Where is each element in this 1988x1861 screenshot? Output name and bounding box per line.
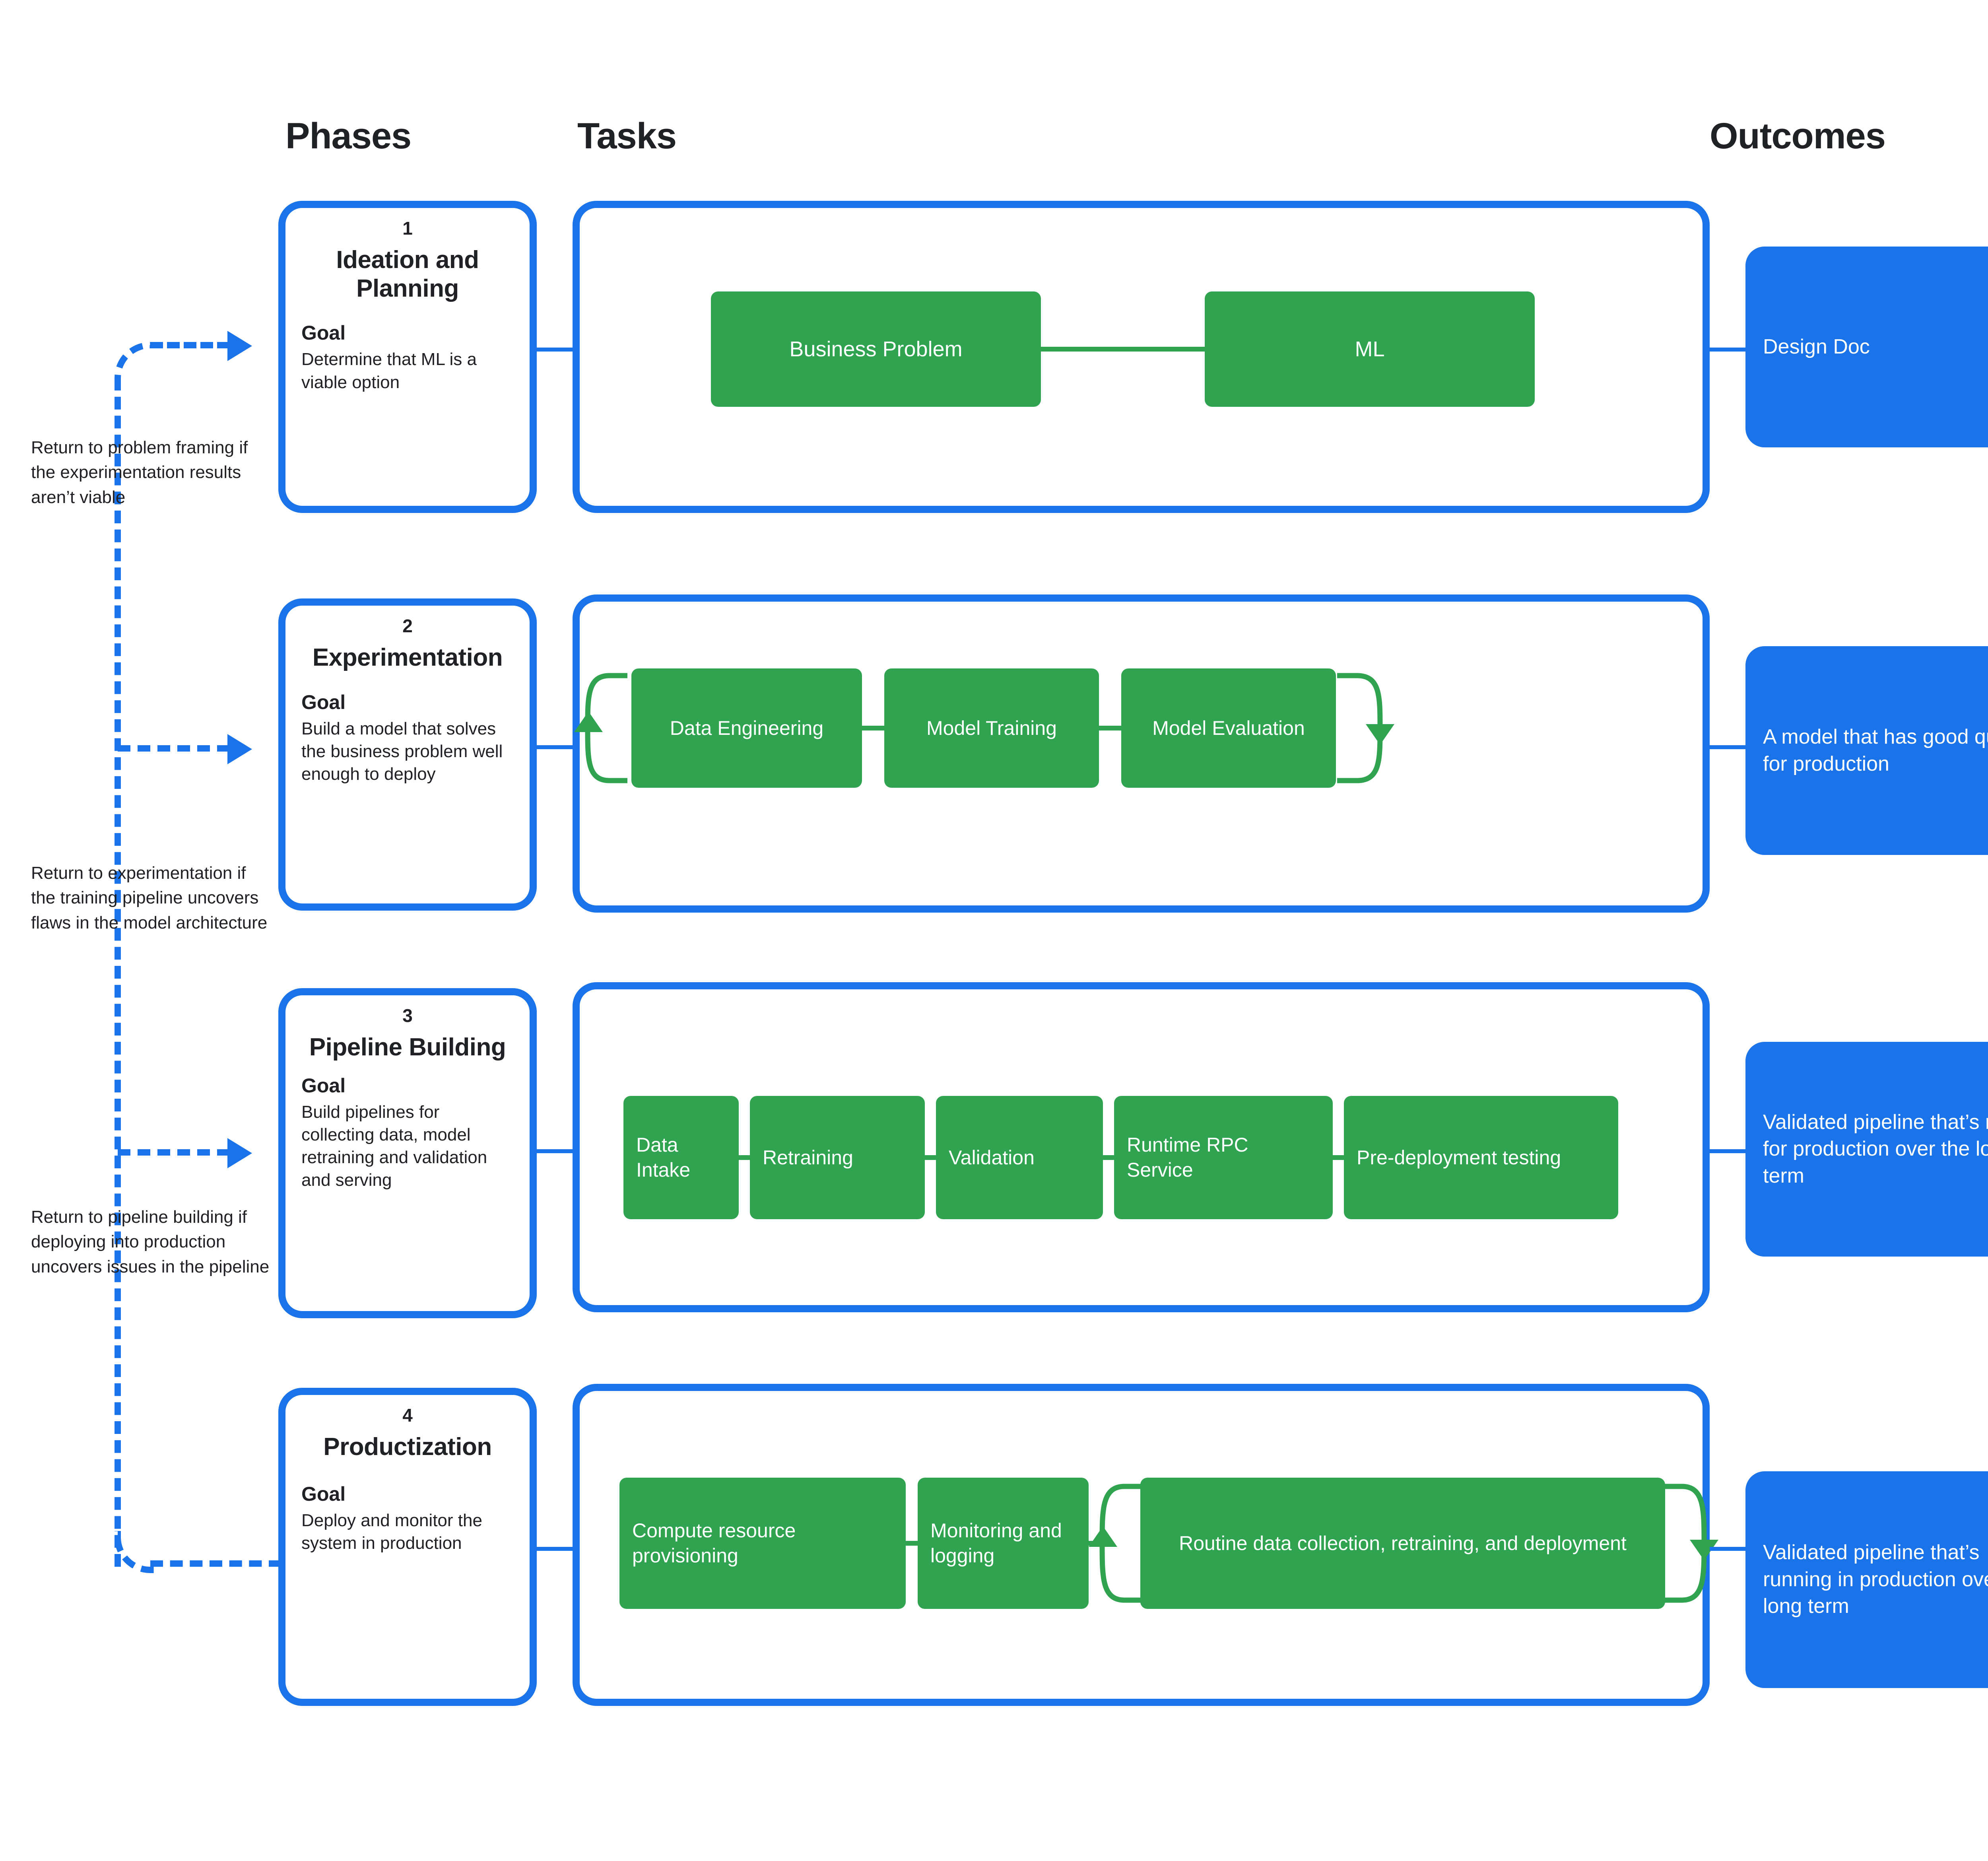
phase-goal-block-2: Goal Build a model that solves the busin… [301,690,514,786]
goal-label-1: Goal [301,322,346,344]
task-connector-3-2 [925,1155,936,1160]
task-chip-1-2[interactable]: ML [1205,291,1535,407]
phase-number-1: 1 [402,218,413,239]
feedback-branch-3 [118,1149,230,1156]
outcome-box-2[interactable]: A model that has good quality for produc… [1745,646,1988,855]
feedback-branch-4 [150,1560,282,1567]
feedback-note-3: Return to pipeline building if deploying… [31,1207,270,1276]
connector-phase2-tasks [537,745,573,749]
task-connector-2-1 [862,726,884,730]
tasks-container-4: Compute resource provisioning Monitoring… [573,1384,1718,1706]
goal-text-2: Build a model that solves the business p… [301,719,503,784]
task-chip-2-3[interactable]: Model Evaluation [1121,668,1336,788]
column-header-phases: Phases [285,116,412,156]
goal-text-3: Build pipelines for collecting data, mod… [301,1102,487,1190]
column-header-outcomes: Outcomes [1710,116,1886,156]
phase-title-2: Experimentation [312,643,503,671]
task-connector-3-1 [739,1155,750,1160]
connector-phase3-tasks [537,1149,573,1153]
feedback-arrow-2 [227,734,252,764]
task-connector-1-1 [1041,347,1205,352]
phase-card-1[interactable]: 1 Ideation and Planning Goal Determine t… [278,201,537,513]
connector-tasks1-outcome [1710,348,1746,352]
outcome-box-1[interactable]: Design Doc [1745,247,1988,447]
phase-card-4[interactable]: 4 Productization Goal Deploy and monitor… [278,1388,537,1706]
phase-title-4: Productization [323,1433,492,1461]
task-chip-3-1[interactable]: Data Intake [623,1096,739,1219]
task-connector-3-3 [1103,1155,1114,1160]
task-connector-2-2 [1099,726,1121,730]
loop-arrow-left-4 [1089,1484,1141,1603]
tasks-container-3: Data Intake Retraining Validation Runtim… [573,982,1710,1312]
task-chip-1-1[interactable]: Business Problem [711,291,1041,407]
task-chip-3-5[interactable]: Pre-deployment testing [1344,1096,1618,1219]
goal-text-1: Determine that ML is a viable option [301,350,477,392]
task-chip-3-3[interactable]: Validation [936,1096,1103,1219]
phase-goal-block-1: Goal Determine that ML is a viable optio… [301,321,514,393]
outcome-box-3[interactable]: Validated pipeline that’s ready for prod… [1745,1042,1988,1257]
task-connector-3-4 [1333,1155,1344,1160]
connector-tasks3-outcome [1710,1149,1746,1153]
feedback-spine-vertical [115,378,121,1567]
phase-number-2: 2 [402,616,413,636]
loop-arrow-right-2 [1337,673,1394,783]
feedback-corner-4 [115,1531,157,1573]
task-chip-2-2[interactable]: Model Training [884,668,1099,788]
phase-card-2[interactable]: 2 Experimentation Goal Build a model tha… [278,598,537,911]
feedback-branch-2 [118,745,230,752]
phase-number-3: 3 [402,1005,413,1026]
task-connector-4-1 [906,1541,918,1546]
loop-arrow-left-2 [574,673,627,783]
phase-card-3[interactable]: 3 Pipeline Building Goal Build pipelines… [278,988,537,1318]
connector-phase1-tasks [537,348,573,352]
task-chip-4-1[interactable]: Compute resource provisioning [619,1478,906,1609]
connector-phase4-tasks [537,1547,573,1551]
phase-number-4: 4 [402,1405,413,1426]
goal-label-2: Goal [301,691,346,713]
task-chip-4-2[interactable]: Monitoring and logging [918,1478,1089,1609]
goal-label-4: Goal [301,1482,346,1505]
tasks-container-1: Business Problem ML [573,201,1710,513]
phase-title-3: Pipeline Building [309,1033,506,1061]
task-chip-4-3[interactable]: Routine data collection, retraining, and… [1140,1478,1665,1609]
task-chip-3-4[interactable]: Runtime RPC Service [1114,1096,1333,1219]
phase-goal-block-4: Goal Deploy and monitor the system in pr… [301,1482,514,1554]
task-chip-2-1[interactable]: Data Engineering [631,668,862,788]
goal-text-4: Deploy and monitor the system in product… [301,1510,482,1553]
connector-tasks4-outcome [1710,1547,1746,1551]
outcome-box-4[interactable]: Validated pipeline that’s running in pro… [1745,1471,1988,1688]
loop-arrow-right-4 [1664,1484,1718,1603]
feedback-branch-1 [150,342,230,348]
column-header-tasks: Tasks [577,116,677,156]
phase-goal-block-3: Goal Build pipelines for collecting data… [301,1074,514,1192]
connector-tasks2-outcome [1710,745,1746,749]
task-chip-3-2[interactable]: Retraining [750,1096,925,1219]
goal-label-3: Goal [301,1074,346,1097]
phase-title-1: Ideation and Planning [336,246,479,302]
feedback-note-2: Return to experimentation if the trainin… [31,863,268,932]
feedback-arrow-1 [227,331,252,361]
feedback-note-1: Return to problem framing if the experim… [31,438,248,507]
feedback-arrow-3 [227,1138,252,1168]
tasks-container-2: Data Engineering Model Training Model Ev… [573,594,1710,913]
